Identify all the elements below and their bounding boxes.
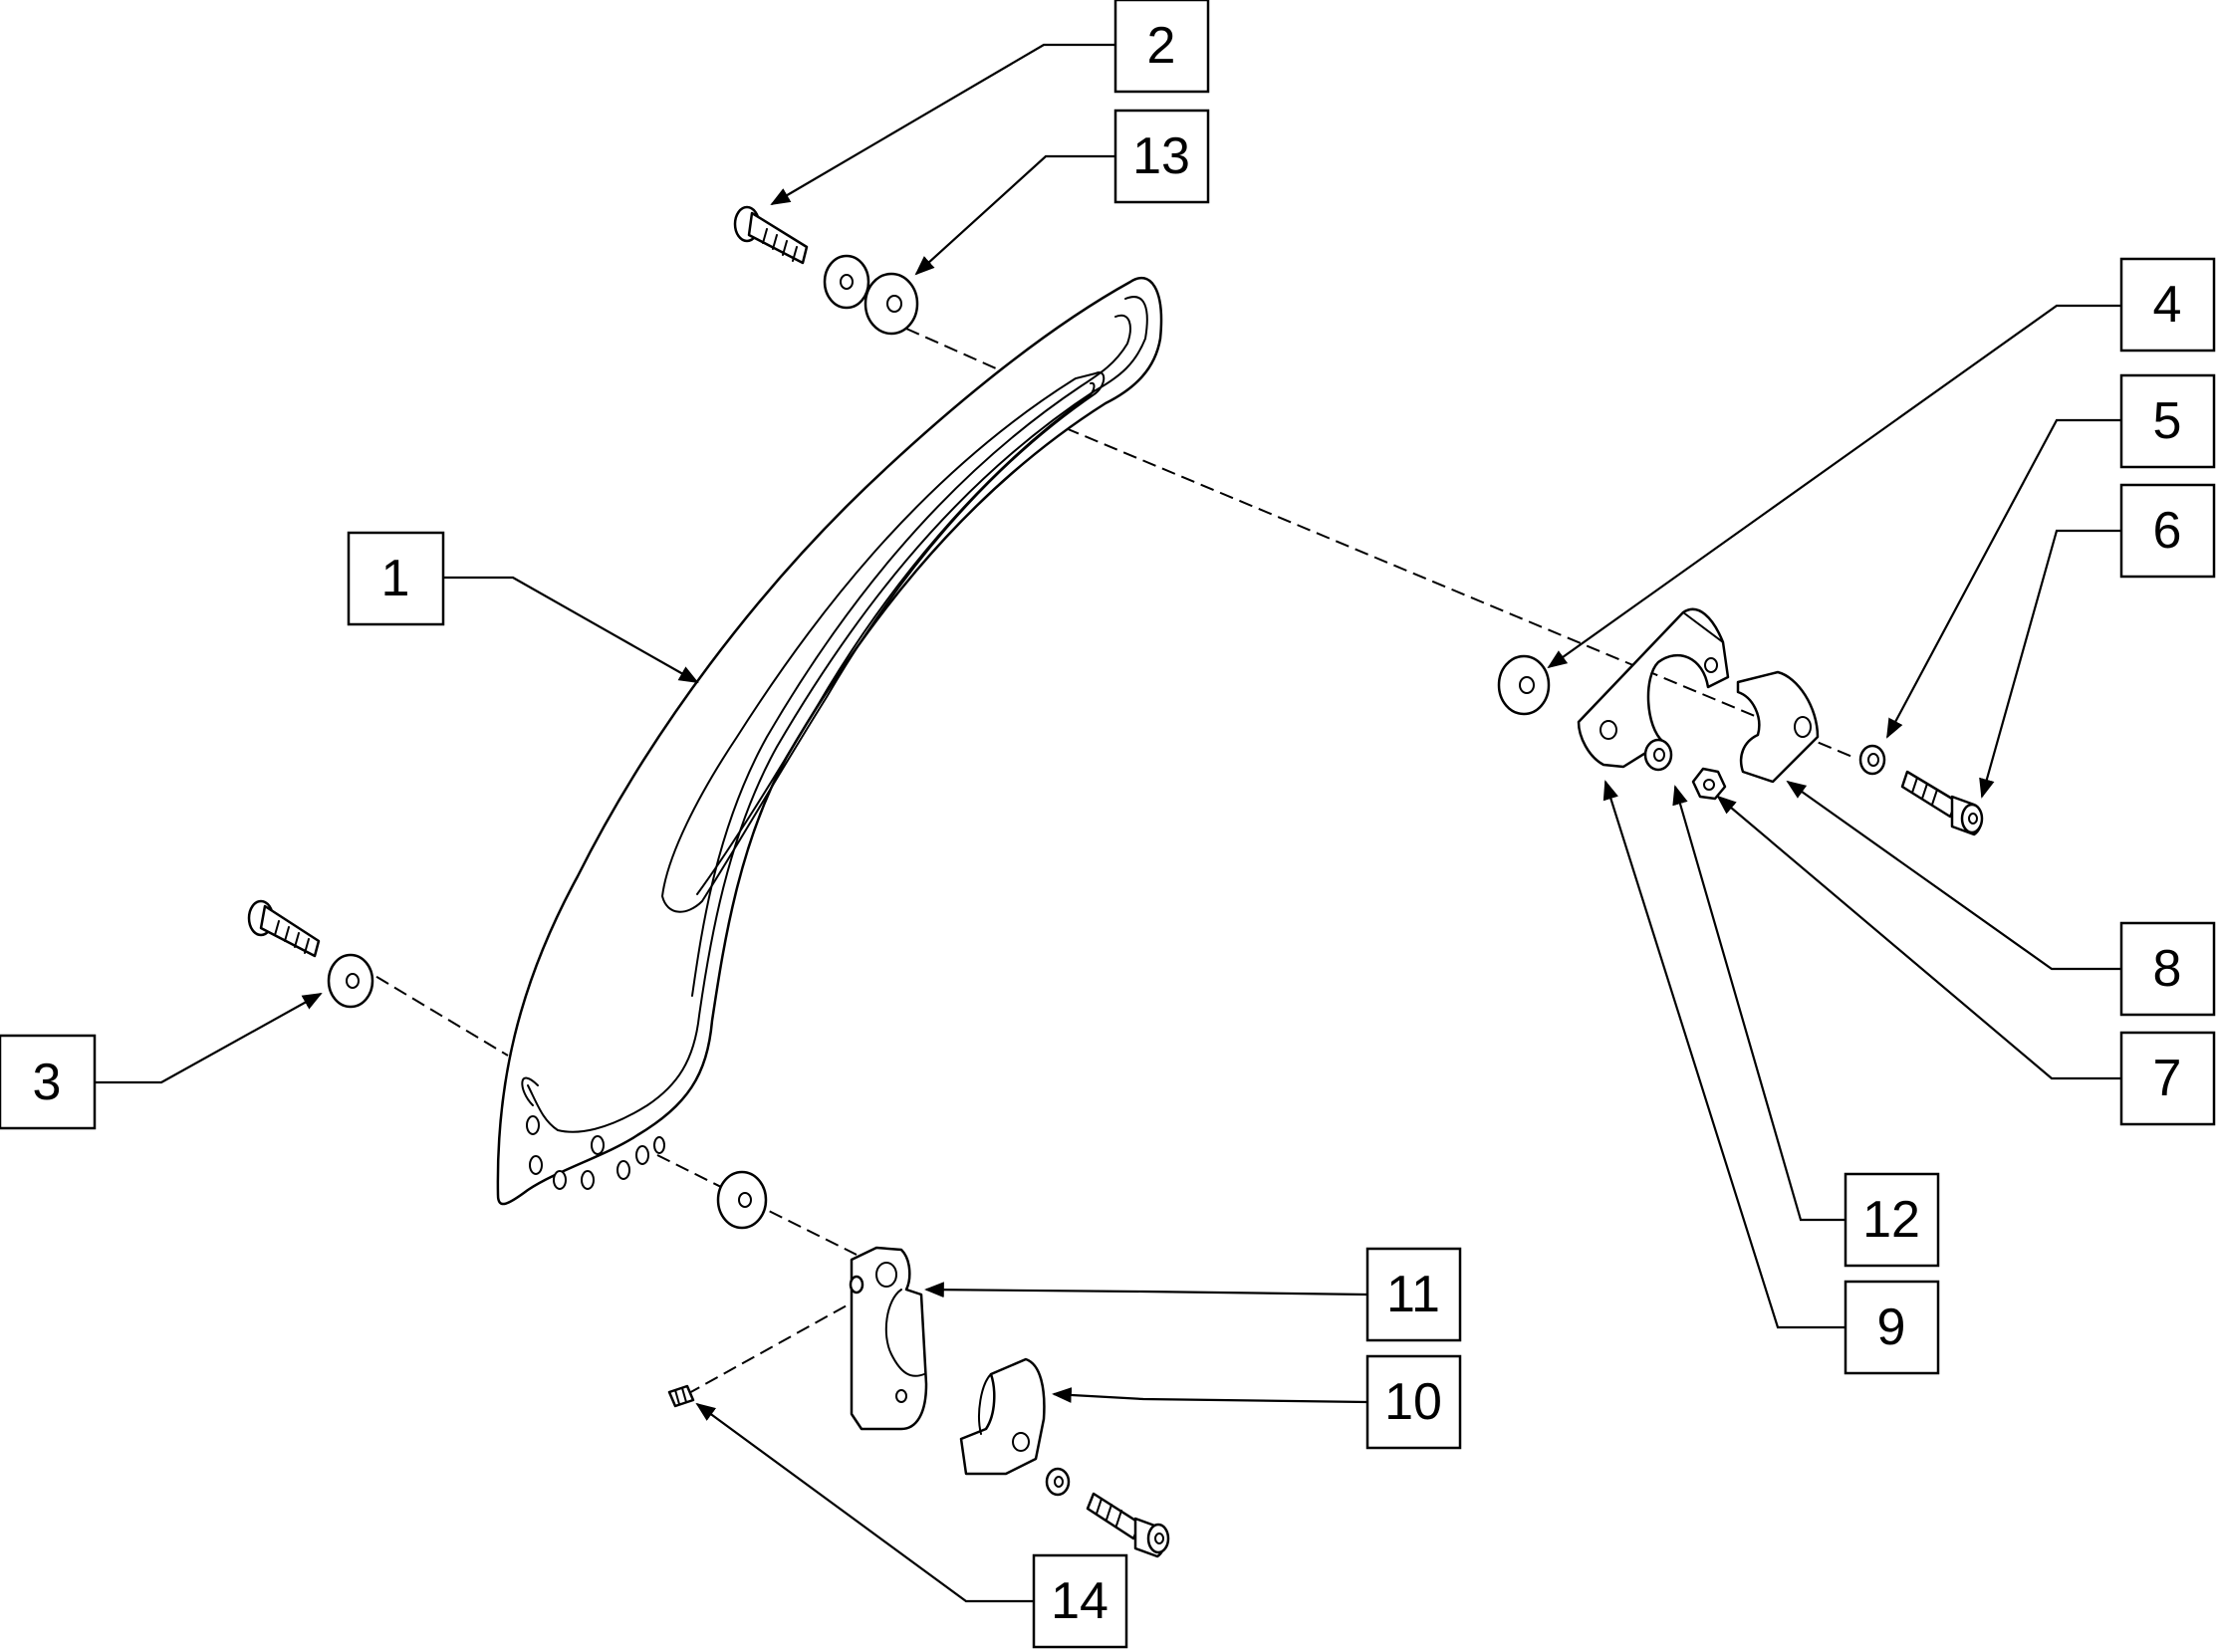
left-screw-assembly [247, 899, 374, 1009]
callout-8: 8 [2119, 921, 2216, 1017]
right-clamp-cap [1736, 670, 1820, 784]
callout-3-label: 3 [33, 1054, 62, 1111]
callout-12: 12 [1844, 1172, 1940, 1268]
curved-plate [496, 276, 1163, 1206]
callout-10: 10 [1365, 1354, 1462, 1450]
callout-3: 3 [0, 1034, 97, 1130]
callout-12-label: 12 [1862, 1191, 1920, 1249]
small-washer-and-nut [1643, 738, 1727, 801]
callout-14-label: 14 [1051, 1572, 1108, 1630]
lower-clamp-cap [959, 1357, 1046, 1476]
callout-6-label: 6 [2153, 502, 2182, 560]
axis-left [358, 965, 509, 1057]
axis-screw-14 [686, 1294, 867, 1395]
callout-13-label: 13 [1132, 127, 1190, 185]
callout-13: 13 [1113, 109, 1210, 204]
callout-9: 9 [1844, 1280, 1940, 1375]
right-socket-screw [1858, 744, 1984, 836]
callout-11: 11 [1365, 1247, 1462, 1342]
set-screw [667, 1384, 695, 1408]
top-screw [733, 205, 809, 265]
callout-9-label: 9 [1877, 1298, 1906, 1356]
callout-5: 5 [2119, 373, 2216, 469]
callout-7: 7 [2119, 1031, 2216, 1126]
callout-2: 2 [1113, 0, 1210, 94]
callout-1-label: 1 [381, 550, 410, 607]
lower-washer [716, 1170, 768, 1230]
callout-4-label: 4 [2153, 276, 2182, 334]
lower-socket-screw [1045, 1467, 1170, 1558]
lower-clamp [849, 1246, 928, 1431]
axis-main [1065, 427, 1853, 758]
leader-lines [95, 43, 2121, 1603]
callout-2-label: 2 [1147, 17, 1176, 75]
callout-8-label: 8 [2153, 940, 2182, 998]
callout-4: 4 [2119, 257, 2216, 353]
callout-14: 14 [1032, 1553, 1128, 1649]
callout-1: 1 [347, 531, 445, 626]
top-washers [823, 254, 919, 336]
callout-11-label: 11 [1386, 1266, 1440, 1323]
callout-7-label: 7 [2153, 1050, 2182, 1107]
callout-5-label: 5 [2153, 392, 2182, 450]
callout-6: 6 [2119, 483, 2216, 579]
axis-top [905, 328, 997, 369]
callout-10-label: 10 [1384, 1373, 1442, 1431]
right-washer [1497, 654, 1551, 716]
right-clamp-half [1577, 607, 1730, 769]
assembly-axes [358, 328, 1853, 1395]
